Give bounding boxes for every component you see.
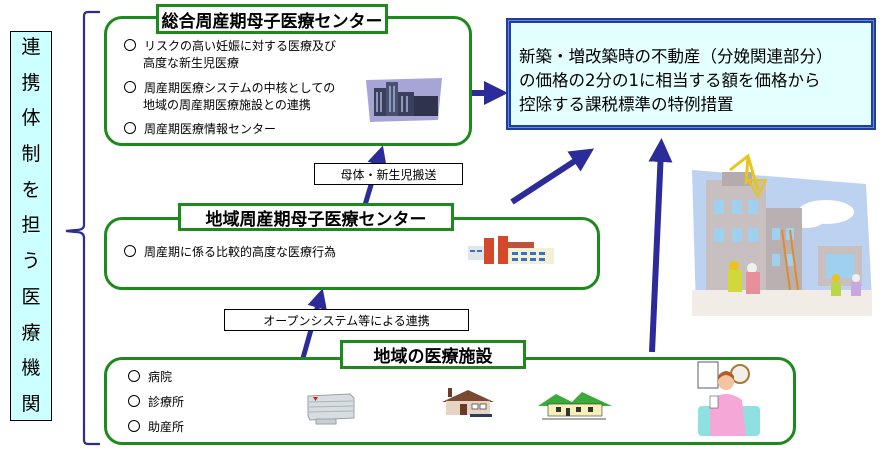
side-label-char: 関 (21, 392, 41, 415)
tax-measure-line-2: の価格の2分の1に相当する額を価格から (519, 71, 821, 90)
pregnant-woman-icon (697, 361, 760, 436)
construction-site-icon (692, 153, 872, 316)
side-label-char: 連 (21, 36, 41, 58)
bullet-icon (124, 245, 136, 257)
transport-label: 母体・新生児搬送 (314, 163, 463, 185)
tax-measure-line-3: 控除する課税標準の特例措置 (519, 95, 734, 114)
local-facility-item-2: 診療所 (128, 394, 184, 411)
general-center-item-2: 周産期医療システムの中核としての 地域の周産期医療施設との連携 (124, 80, 335, 114)
bullet-icon (124, 122, 136, 134)
local-facilities-title: 地域の医療施設 (340, 340, 526, 369)
tax-measure-box: 新築・増改築時の不動産（分娩関連部分） の価格の2分の1に相当する額を価格から … (506, 18, 876, 130)
side-label-char: 携 (21, 71, 41, 94)
midwife-house-icon (538, 392, 612, 420)
bullet-icon (128, 370, 140, 382)
side-label-char: 制 (21, 143, 41, 166)
regional-center-item-1: 周産期に係る比較的高度な医療行為 (124, 244, 336, 261)
side-label-char: 担 (21, 214, 41, 237)
tax-measure-line-1: 新築・増改築時の不動産（分娩関連部分） (519, 47, 833, 66)
hospital-complex-icon (366, 78, 442, 122)
arrow-regional-to-result (510, 148, 595, 205)
general-center-item-3: 周産期医療情報センター (124, 121, 276, 138)
side-label-char: う (21, 250, 41, 273)
local-facility-item-1: 病院 (128, 369, 172, 386)
hospital-icon (307, 393, 355, 425)
side-label-char: 医 (21, 285, 41, 308)
bullet-icon (124, 39, 136, 51)
regional-center-title: 地域周産期母子医療センター (178, 203, 454, 231)
local-facility-item-3: 助産所 (128, 419, 184, 436)
clinic-house-icon (442, 388, 494, 417)
general-center-title: 総合周産期母子医療センター (156, 4, 388, 34)
side-label-char: を (21, 178, 41, 201)
open-system-label: オープンシステム等による連携 (224, 309, 469, 331)
bullet-icon (128, 420, 140, 432)
hospital-building-icon (468, 236, 554, 264)
side-label-char: 機 (21, 357, 41, 380)
side-label: 連携体制を担う医療機関 (10, 31, 52, 421)
general-center-item-1: リスクの高い妊娠に対する医療及び 高度な新生児医療 (124, 38, 336, 72)
side-label-char: 療 (21, 321, 41, 344)
bullet-icon (124, 81, 136, 93)
side-label-char: 体 (21, 107, 41, 130)
bullet-icon (128, 395, 140, 407)
brace (65, 10, 100, 446)
arrow-local-to-result (648, 138, 673, 353)
